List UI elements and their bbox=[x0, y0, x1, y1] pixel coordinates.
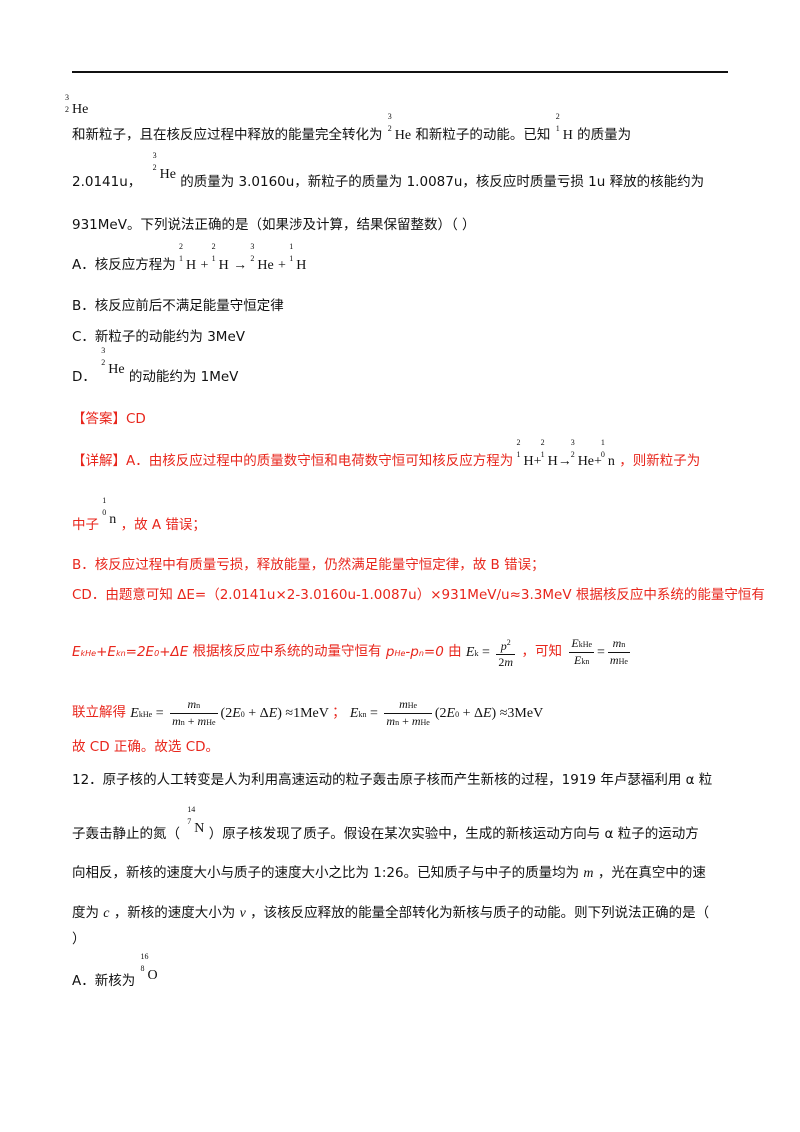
momentum-text: 由 bbox=[448, 643, 462, 660]
q12-line-3: 向相反，新核的速度大小与质子的速度大小之比为 1:26。已知质子与中子的质量均为… bbox=[72, 864, 706, 883]
q12-line-3a: 向相反，新核的速度大小与质子的速度大小之比为 1:26。已知质子与中子的质量均为 bbox=[72, 865, 580, 881]
q12-line-2a: 子轰击静止的氮（ bbox=[72, 826, 180, 842]
q12-line-1: 12．原子核的人工转变是人为利用高速运动的粒子轰击原子核而产生新核的过程，191… bbox=[72, 772, 713, 788]
detail-cd: CD．由题意可知 ΔE=（2.0141u×2-3.0160u-1.0087u）×… bbox=[72, 587, 765, 603]
q12-line-2b: ）原子核发现了质子。假设在某次实验中，生成的新核运动方向与 α 粒子的运动方 bbox=[208, 826, 699, 842]
conclusion: 故 CD 正确。故选 CD。 bbox=[72, 739, 220, 755]
text-line-3: 931MeV。下列说法正确的是（如果涉及计算，结果保留整数）（ ） bbox=[72, 217, 476, 233]
then-know: ，可知 bbox=[521, 643, 563, 660]
q12-option-a-label: A．新核为 bbox=[72, 973, 136, 989]
option-a-label: A．核反应方程为 bbox=[72, 257, 176, 273]
option-d-text: 的动能约为 1MeV bbox=[128, 369, 239, 385]
q12-line-4: 度为 c ，新核的速度大小为 v ，该核反应释放的能量全部转化为新核与质子的动能… bbox=[72, 904, 709, 923]
detail-b: B．核反应过程中有质量亏损，释放能量，仍然满足能量守恒定律，故 B 错误； bbox=[72, 557, 545, 573]
line-2a: 2.0141u， bbox=[72, 174, 142, 190]
q12-line-4a: 度为 bbox=[72, 905, 99, 921]
q12-line-3b: ，光在真空中的速 bbox=[597, 865, 706, 881]
symbol-c: c bbox=[103, 906, 110, 921]
symbol-v: v bbox=[239, 906, 246, 921]
energy-text: 根据核反应中系统的动量守恒有 bbox=[192, 643, 382, 660]
line-1c: 的质量为 bbox=[577, 127, 632, 143]
line-1b: 和新粒子的动能。已知 bbox=[415, 127, 551, 143]
detail-a-end: ，故 A 错误； bbox=[120, 517, 206, 533]
header-rule bbox=[72, 71, 728, 73]
line-1a: 和新粒子，且在核反应过程中释放的能量完全转化为 bbox=[72, 127, 383, 143]
symbol-m: m bbox=[583, 866, 594, 881]
option-d-label: D． bbox=[72, 369, 96, 385]
q12-line-5: ） bbox=[72, 931, 86, 947]
line-2b: 的质量为 3.0160u，新粒子的质量为 1.0087u，核反应时质量亏损 1u… bbox=[180, 174, 705, 190]
detail-neutron-label: 中子 bbox=[72, 517, 99, 533]
q12-line-4b: ，新核的速度大小为 bbox=[113, 905, 236, 921]
detail-a-text2: ，则新粒子为 bbox=[619, 453, 701, 469]
option-c: C．新粒子的动能约为 3MeV bbox=[72, 329, 245, 345]
q12-line-4c: ，该核反应释放的能量全部转化为新核与质子的动能。则下列说法正确的是（ bbox=[250, 905, 710, 921]
detail-a-text: 【详解】A．由核反应过程中的质量数守恒和电荷数守恒可知核反应方程为 bbox=[72, 453, 514, 469]
energy-line: EkHe+Ekn=2E0+ΔE 根据核反应中系统的动量守恒有 pHe-pn=0 … bbox=[72, 635, 633, 670]
answer: 【答案】CD bbox=[72, 411, 146, 427]
option-b: B．核反应前后不满足能量守恒定律 bbox=[72, 298, 284, 314]
joint-label: 联立解得 bbox=[72, 704, 126, 721]
